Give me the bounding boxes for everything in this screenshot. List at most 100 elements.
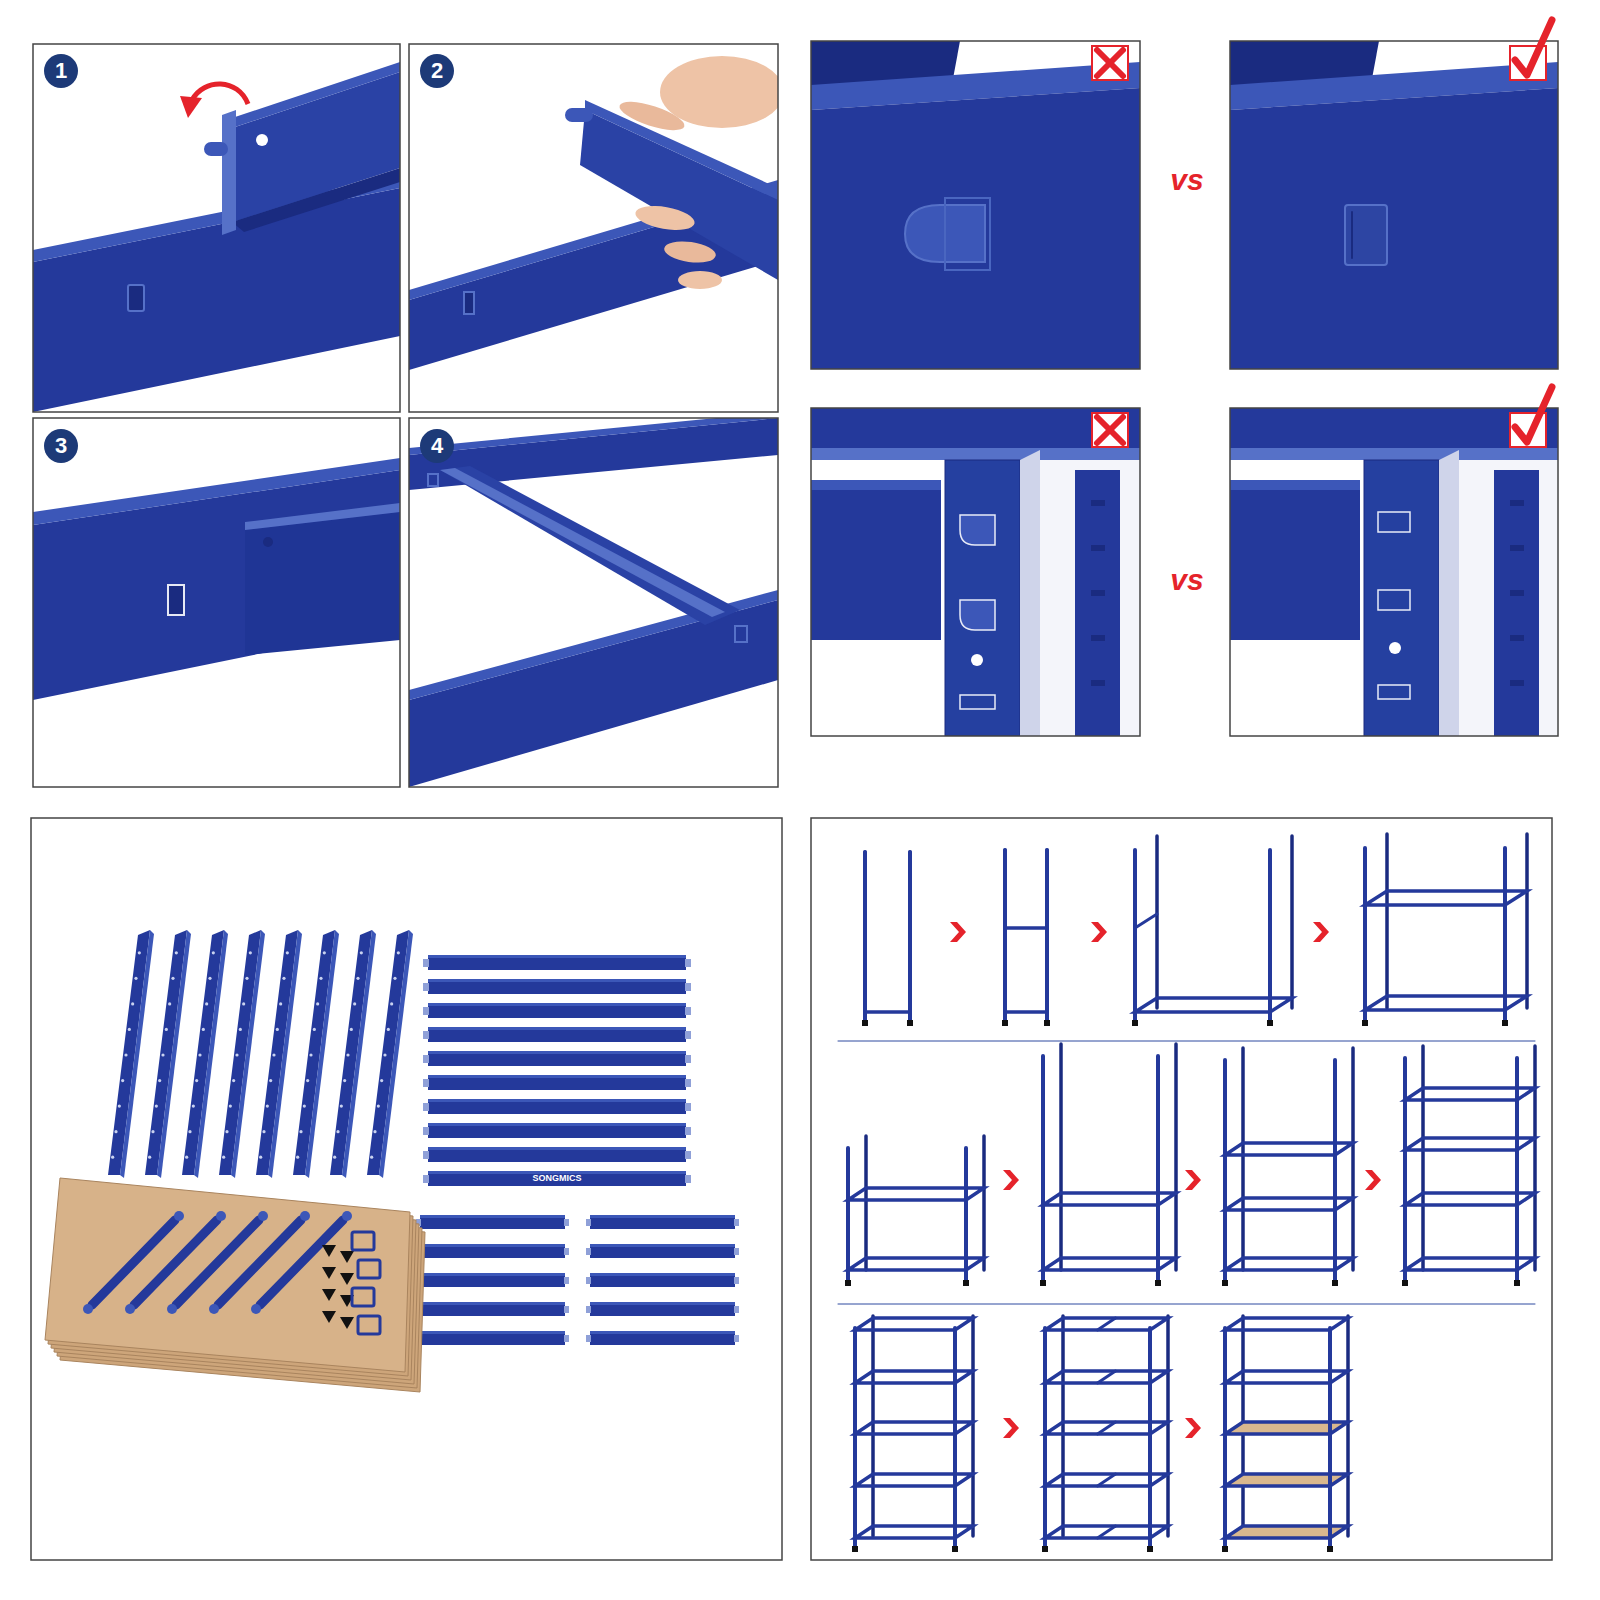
post-hole bbox=[249, 951, 252, 954]
foot bbox=[907, 1020, 913, 1026]
post-hole bbox=[114, 1130, 117, 1133]
flat-tab bbox=[1378, 590, 1410, 610]
post-hole bbox=[208, 977, 211, 980]
short-beam-flange bbox=[590, 1215, 735, 1218]
post-hole bbox=[259, 1156, 262, 1159]
beam-tab bbox=[564, 1306, 569, 1313]
crossbar-hole bbox=[256, 134, 268, 146]
long-beam-flange bbox=[428, 1075, 686, 1078]
callout-number: 2 bbox=[420, 54, 454, 88]
rear-post bbox=[1166, 1316, 1170, 1536]
post-hole bbox=[118, 1105, 121, 1108]
foot bbox=[1502, 1020, 1508, 1026]
rear-slot bbox=[1091, 635, 1105, 641]
post-hole bbox=[343, 1079, 346, 1082]
front-post bbox=[1403, 1058, 1407, 1282]
foot-cap bbox=[322, 1289, 336, 1301]
step-chevron bbox=[1365, 1170, 1381, 1190]
flat-tab bbox=[1345, 205, 1387, 265]
shelf-frame bbox=[845, 1136, 984, 1286]
short-beam bbox=[590, 1302, 735, 1316]
shelf-frame bbox=[1002, 850, 1050, 1026]
rear-post bbox=[1003, 850, 1007, 1022]
rear-slot bbox=[1091, 680, 1105, 686]
bent-tab bbox=[960, 515, 995, 545]
front-post bbox=[1045, 850, 1049, 1022]
beam-tab bbox=[685, 1151, 691, 1159]
front-post bbox=[1328, 1328, 1332, 1548]
shelf-interior bbox=[1030, 460, 1140, 736]
rear-post bbox=[871, 1316, 875, 1536]
front-post bbox=[1223, 1328, 1227, 1548]
post-hole bbox=[111, 1156, 114, 1159]
post-hole bbox=[282, 977, 285, 980]
clip-part bbox=[352, 1232, 374, 1250]
panel-content bbox=[33, 458, 400, 700]
beam-tab bbox=[423, 1151, 429, 1159]
support-tab bbox=[342, 1211, 352, 1221]
support-tab bbox=[300, 1211, 310, 1221]
post-hole bbox=[168, 1002, 171, 1005]
clip-part bbox=[358, 1316, 380, 1334]
post-hole bbox=[1389, 642, 1401, 654]
step-chevron bbox=[1185, 1170, 1201, 1190]
support-bar bbox=[134, 1220, 217, 1305]
foot bbox=[1222, 1546, 1228, 1552]
rear-post bbox=[1075, 470, 1120, 736]
right-check bbox=[1515, 20, 1552, 75]
long-beam bbox=[428, 1147, 686, 1162]
beam-top bbox=[1230, 408, 1558, 448]
front-post bbox=[1503, 848, 1507, 1022]
front-post bbox=[1363, 848, 1367, 1022]
beam-tab bbox=[586, 1335, 591, 1342]
shelf-frame bbox=[1362, 834, 1527, 1026]
upright-edge bbox=[120, 930, 154, 1178]
beam-tab bbox=[564, 1335, 569, 1342]
rear-post bbox=[1421, 1046, 1425, 1270]
upright-edge bbox=[305, 930, 339, 1178]
rear-post bbox=[863, 852, 867, 1022]
wrong-cross bbox=[1097, 417, 1123, 443]
callout-text: 4 bbox=[431, 435, 443, 457]
shelf-level bbox=[848, 1258, 984, 1270]
post-hole bbox=[971, 654, 983, 666]
support-bar bbox=[260, 1220, 343, 1305]
shelf-level bbox=[848, 1188, 984, 1200]
post-hole bbox=[306, 1079, 309, 1082]
long-beam bbox=[428, 1051, 686, 1066]
brand-logo: SONGMICS bbox=[532, 1173, 581, 1184]
bent-tab bbox=[960, 600, 995, 630]
beam-tab bbox=[685, 1079, 691, 1087]
panel-border bbox=[409, 418, 778, 787]
post-hole bbox=[356, 977, 359, 980]
long-beam-flange bbox=[428, 955, 686, 958]
beam-tab bbox=[685, 1103, 691, 1111]
long-beam-flange bbox=[428, 1027, 686, 1030]
callout-text: 1 bbox=[55, 60, 67, 82]
foot bbox=[1147, 1546, 1153, 1552]
upright-edge bbox=[379, 930, 413, 1178]
versus-label: vs bbox=[1170, 163, 1203, 196]
panel-ground bbox=[811, 818, 1552, 1560]
foot-cap bbox=[340, 1251, 354, 1263]
rear-post bbox=[908, 852, 912, 1022]
front-post bbox=[1003, 850, 1007, 1022]
upright-post bbox=[367, 930, 409, 1175]
post-hole bbox=[373, 1130, 376, 1133]
post-hole bbox=[299, 1130, 302, 1133]
panel-content bbox=[409, 418, 778, 787]
panel-ground bbox=[33, 44, 400, 412]
rear-post bbox=[1385, 834, 1389, 1008]
panel-ground bbox=[811, 408, 1140, 736]
rear-post bbox=[1155, 836, 1159, 1008]
wrong-cross bbox=[1097, 50, 1123, 76]
finger bbox=[678, 271, 722, 289]
beam-slot bbox=[428, 474, 438, 486]
long-beam bbox=[428, 979, 686, 994]
beam-tab bbox=[734, 1335, 739, 1342]
panel-ground bbox=[409, 418, 778, 787]
panel-content bbox=[409, 56, 778, 370]
crossbar-web bbox=[245, 512, 400, 655]
